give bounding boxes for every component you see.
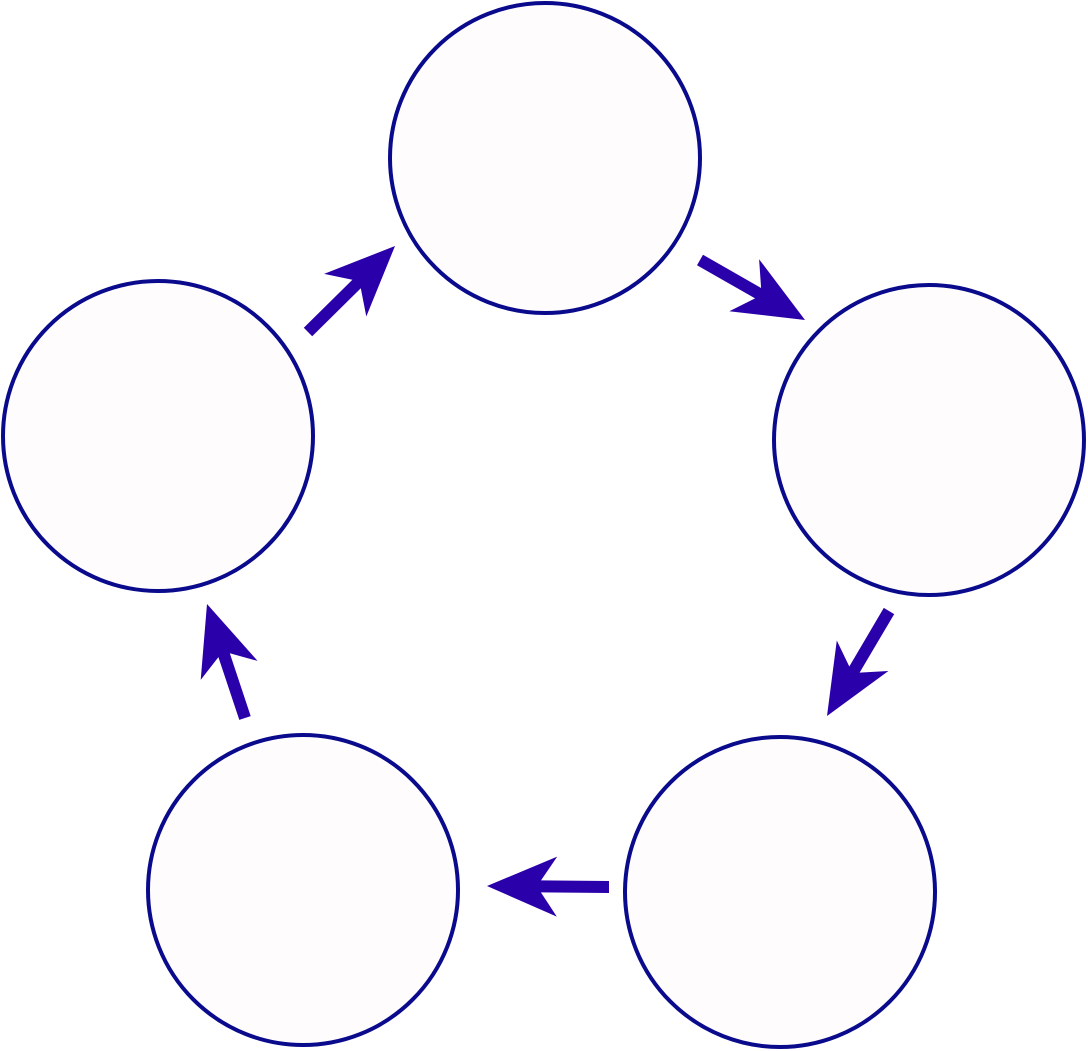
node-right bbox=[772, 283, 1086, 597]
node-bottom-right bbox=[623, 735, 937, 1049]
arrow-shape bbox=[487, 856, 609, 917]
arrows-layer bbox=[200, 246, 895, 917]
node-top bbox=[388, 1, 702, 315]
arrow-shape bbox=[303, 246, 395, 337]
arrow-shape bbox=[827, 607, 895, 716]
arrow-left-to-top bbox=[303, 246, 395, 337]
node-circle-right bbox=[772, 283, 1086, 597]
node-circle-bottom-right bbox=[623, 735, 937, 1049]
arrow-bottom-right-to-bottom-left bbox=[487, 856, 609, 917]
node-circle-bottom-left bbox=[146, 733, 460, 1047]
node-circle-left bbox=[1, 279, 315, 593]
arrow-top-to-right bbox=[697, 254, 805, 320]
arrow-bottom-left-to-left bbox=[200, 604, 258, 720]
node-bottom-left bbox=[146, 733, 460, 1047]
arrow-shape bbox=[200, 604, 258, 720]
arrow-right-to-bottom-right bbox=[827, 607, 895, 716]
node-circle-top bbox=[388, 1, 702, 315]
node-left bbox=[1, 279, 315, 593]
arrow-shape bbox=[697, 254, 805, 320]
